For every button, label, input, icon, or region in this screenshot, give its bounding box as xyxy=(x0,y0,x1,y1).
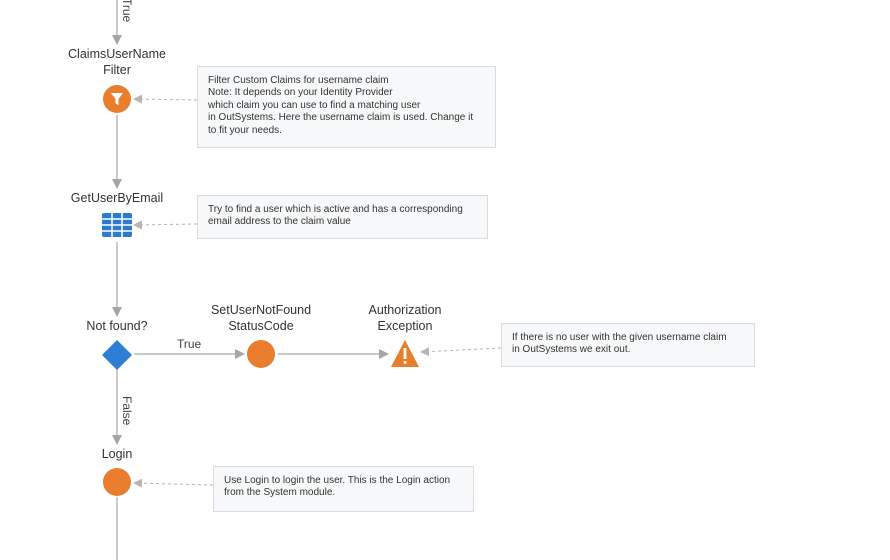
edge-label-decision-true: True xyxy=(177,337,202,351)
note-link-auth-exception xyxy=(420,347,502,357)
note-link-claims-filter xyxy=(133,94,198,104)
funnel-icon xyxy=(103,85,131,113)
edge-label-decision-false: False xyxy=(120,396,134,426)
get-user-node[interactable] xyxy=(102,213,132,237)
login-label: Login xyxy=(101,447,133,461)
set-status-label-line1: SetUserNotFound xyxy=(210,303,312,317)
login-node[interactable] xyxy=(103,468,131,496)
auth-exception-label-line2: Exception xyxy=(377,319,433,333)
warning-triangle-icon xyxy=(391,340,419,367)
note-link-get-user xyxy=(133,220,198,230)
auth-exception-label-line1: Authorization xyxy=(368,303,442,317)
assign-circle-icon xyxy=(247,340,275,368)
not-found-decision-node[interactable] xyxy=(101,339,133,371)
auth-exception-label: Authorization Exception xyxy=(369,302,442,334)
note-login[interactable]: Use Login to login the user. This is the… xyxy=(213,466,474,512)
claims-filter-label: ClaimsUserName Filter xyxy=(68,46,166,78)
get-user-label: GetUserByEmail xyxy=(70,191,164,205)
action-circle-icon xyxy=(103,468,131,496)
set-status-label-line2: StatusCode xyxy=(228,319,294,333)
table-grid-icon xyxy=(102,213,132,237)
note-auth-exception[interactable]: If there is no user with the given usern… xyxy=(501,323,755,367)
set-status-node[interactable] xyxy=(247,340,275,368)
note-link-login xyxy=(133,478,214,488)
decision-label: Not found? xyxy=(86,319,148,333)
decision-diamond-icon xyxy=(102,340,132,370)
claims-filter-label-line2: Filter xyxy=(103,63,131,77)
auth-exception-node[interactable] xyxy=(390,339,420,368)
claims-filter-label-line1: ClaimsUserName xyxy=(68,47,166,61)
set-status-label: SetUserNotFound StatusCode xyxy=(211,302,311,334)
claims-filter-node[interactable] xyxy=(103,85,131,113)
edge-label-top-true: True xyxy=(120,0,134,23)
note-get-user[interactable]: Try to find a user which is active and h… xyxy=(197,195,488,239)
note-claims-filter[interactable]: Filter Custom Claims for username claim … xyxy=(197,66,496,148)
